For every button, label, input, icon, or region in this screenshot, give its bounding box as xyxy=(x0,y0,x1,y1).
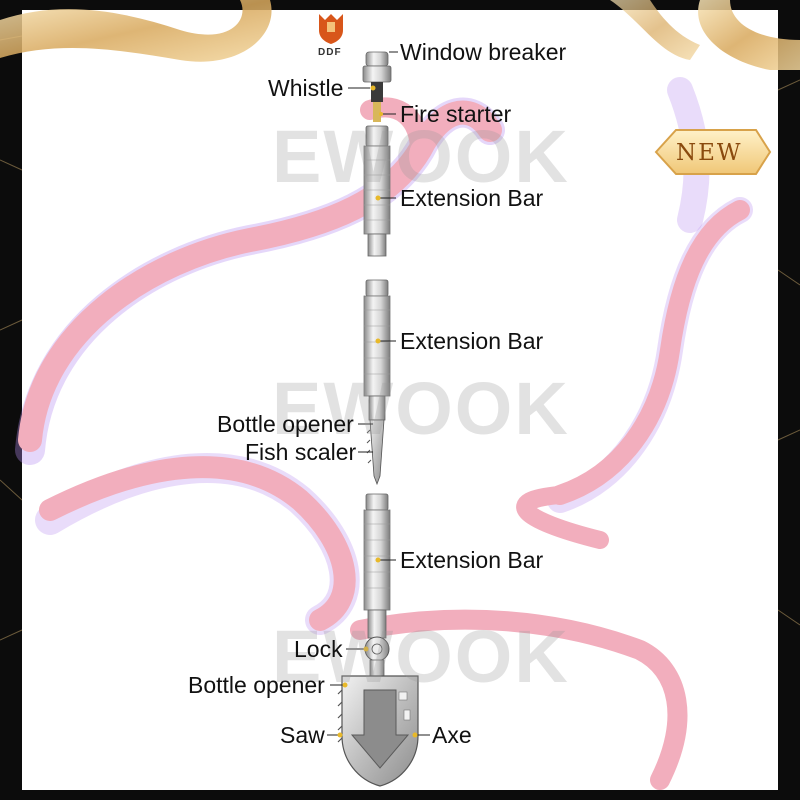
label-fish-scaler: Fish scaler xyxy=(245,439,357,465)
pink-ribbon xyxy=(15,77,753,790)
tool-top-cap xyxy=(362,51,392,122)
label-lock: Lock xyxy=(294,636,343,662)
label-fire-starter: Fire starter xyxy=(400,101,512,127)
watermark-text: EWOOK xyxy=(272,615,570,698)
new-badge-shape xyxy=(654,129,772,175)
label-bottle-opener-1: Bottle opener xyxy=(217,411,354,437)
leader-lines xyxy=(327,51,430,736)
watermark-text: EWOOK xyxy=(272,367,570,450)
label-bottle-opener-2: Bottle opener xyxy=(188,672,325,698)
extension-bar-1 xyxy=(363,125,391,257)
label-window-breaker: Window breaker xyxy=(400,39,567,65)
watermark-text: EWOOK xyxy=(272,115,570,198)
brand-logo-text: DDF xyxy=(318,47,342,58)
label-extension-bar-1: Extension Bar xyxy=(400,185,544,211)
leader-dots xyxy=(337,85,418,738)
extension-bar-2 xyxy=(363,279,391,486)
gold-ribbon xyxy=(0,0,800,70)
shovel-blade xyxy=(337,675,419,787)
label-extension-bar-3: Extension Bar xyxy=(400,547,544,573)
label-whistle: Whistle xyxy=(268,75,344,101)
label-saw: Saw xyxy=(280,722,325,748)
brand-logo-icon xyxy=(319,14,343,44)
label-extension-bar-2: Extension Bar xyxy=(400,328,544,354)
label-axe: Axe xyxy=(432,722,472,748)
new-badge-text: NEW xyxy=(676,140,743,166)
